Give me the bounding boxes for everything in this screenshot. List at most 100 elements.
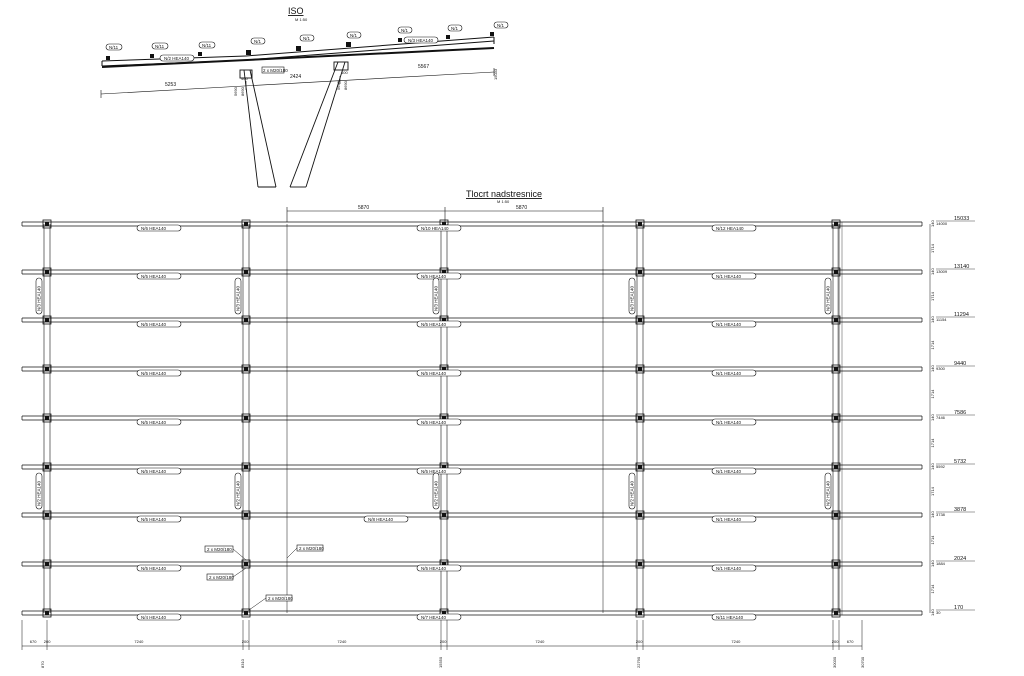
iso-dim-w2: 400	[341, 70, 348, 75]
row-label-bubble	[711, 467, 757, 475]
row-label-text: N/5 HEA140	[421, 566, 447, 571]
node-bolt	[45, 562, 49, 566]
bottom-dim-value: 7240	[731, 639, 741, 644]
iso-vdim: 8690	[343, 80, 348, 90]
row-label-bubble	[136, 564, 182, 572]
svg-text:N/2 HEA140: N/2 HEA140	[164, 56, 190, 61]
row-label-bubble	[416, 320, 462, 328]
node-plate	[635, 267, 645, 277]
elevation-inner: 7446	[936, 415, 946, 420]
row-label-right: N/11 HEA140	[711, 613, 757, 621]
node-bolt	[45, 318, 49, 322]
vertical-tag-bubble	[234, 472, 242, 510]
row-label-right: N/1 HEA140	[711, 564, 757, 572]
bottom-dim-value: 670	[30, 639, 37, 644]
iso-node-markers	[106, 32, 494, 60]
node-plate	[241, 315, 251, 325]
node-plate	[241, 608, 251, 618]
row-label-text: N/1 HEA140	[716, 420, 742, 425]
node-bolt	[244, 562, 248, 566]
row-label-right: N/1 HEA140	[711, 272, 757, 280]
node-plate	[42, 219, 52, 229]
iso-member-tag: N/3 HEA140	[403, 36, 439, 44]
row-label-bubble	[711, 320, 757, 328]
row-label-bubble	[711, 515, 757, 523]
row-label-text: N/1 HEA140	[716, 322, 742, 327]
row-label-center: N/5 HEA140	[416, 320, 462, 328]
plan-scale: M 1:50	[497, 199, 510, 204]
iso-view: ISO M 1:50 N/1	[100, 6, 509, 188]
node-bolt	[442, 562, 446, 566]
bottom-dim-value: 200	[242, 639, 249, 644]
svg-text:N/1: N/1	[497, 23, 505, 28]
bottom-cumulative: 30700	[860, 656, 865, 668]
bottom-cumulative: 22790	[636, 656, 641, 668]
node-plate	[831, 364, 841, 374]
row-label-text: N/5 HEA140	[421, 420, 447, 425]
vertical-tag-text: N/2 HEA140	[434, 480, 439, 506]
iso-node-tag: N/11	[198, 41, 216, 49]
row-label-bubble	[136, 613, 182, 621]
row-label-bubble	[416, 224, 462, 232]
svg-text:N/11: N/11	[155, 44, 165, 49]
row-spacing: 1714	[930, 438, 935, 448]
elevation-outer: 2024	[954, 556, 966, 562]
iso-node-tag: N/11	[105, 43, 123, 51]
row-label-bubble	[416, 418, 462, 426]
vertical-member-tag: N/2 HEA140	[628, 472, 636, 510]
node-plate	[635, 219, 645, 229]
svg-text:2 x M20/180: 2 x M20/180	[268, 596, 293, 601]
node-bolt	[45, 465, 49, 469]
node-bolt	[244, 270, 248, 274]
iso-scale: M 1:50	[295, 17, 308, 22]
row-label-text: N/5 HEA140	[421, 371, 447, 376]
row-label-bubble	[416, 613, 462, 621]
node-plate	[42, 364, 52, 374]
row-label-text: N/1 HEA140	[716, 517, 742, 522]
row-label-text: N/5 HEA140	[141, 517, 167, 522]
iso-dim-right: 5567	[418, 64, 429, 70]
elevation-small: 140	[930, 511, 935, 518]
node-bolt	[244, 465, 248, 469]
row-label-right: N/1 HEA140	[711, 418, 757, 426]
row-label-text: N/1 HEA140	[716, 371, 742, 376]
iso-dim-w1: 400	[241, 76, 248, 81]
vertical-member-tag: N/3 HEA140	[824, 277, 832, 315]
row-label-bubble	[711, 224, 757, 232]
node-bolt	[638, 367, 642, 371]
row-spacing: 1714	[930, 340, 935, 350]
row-label-bubble	[711, 564, 757, 572]
node-plate	[241, 219, 251, 229]
svg-text:N/3 HEA140: N/3 HEA140	[408, 38, 434, 43]
plan-title: Tlocrt nadstresnice	[466, 189, 542, 199]
row-label-left: N/5 HEA140	[136, 320, 182, 328]
elevation-small: 140	[930, 220, 935, 227]
plan-top-dimension	[286, 207, 604, 222]
row-label-bubble	[136, 320, 182, 328]
row-label-center: N/5 HEA140	[416, 418, 462, 426]
vertical-tag-bubble	[35, 472, 43, 510]
elevation-inner: 30	[936, 610, 941, 615]
node-plate	[635, 510, 645, 520]
node-plate	[42, 315, 52, 325]
row-label-right: N/1 HEA140	[711, 369, 757, 377]
bottom-cumulative: 30030	[832, 656, 837, 668]
node-plate	[831, 219, 841, 229]
elevation-inner: 1884	[936, 561, 946, 566]
node-plate	[831, 608, 841, 618]
row-label-text: N/8 HEA140	[368, 517, 394, 522]
node-plate	[439, 510, 449, 520]
iso-bolt-box: 2 x M20/180	[261, 66, 288, 74]
node-plate	[42, 559, 52, 569]
node-bolt	[45, 222, 49, 226]
row-label-text: N/5 HEA140	[421, 322, 447, 327]
row-label-bubble	[416, 467, 462, 475]
node-bolt	[442, 611, 446, 615]
plan-view: Tlocrt nadstresnice M 1:50 5870 5870 N/6…	[21, 189, 975, 668]
node-bolt	[442, 270, 446, 274]
vertical-tag-bubble	[432, 277, 440, 315]
anchor-tag: 2 x M20/180	[296, 544, 324, 552]
row-label-text: N/5 HEA140	[141, 371, 167, 376]
